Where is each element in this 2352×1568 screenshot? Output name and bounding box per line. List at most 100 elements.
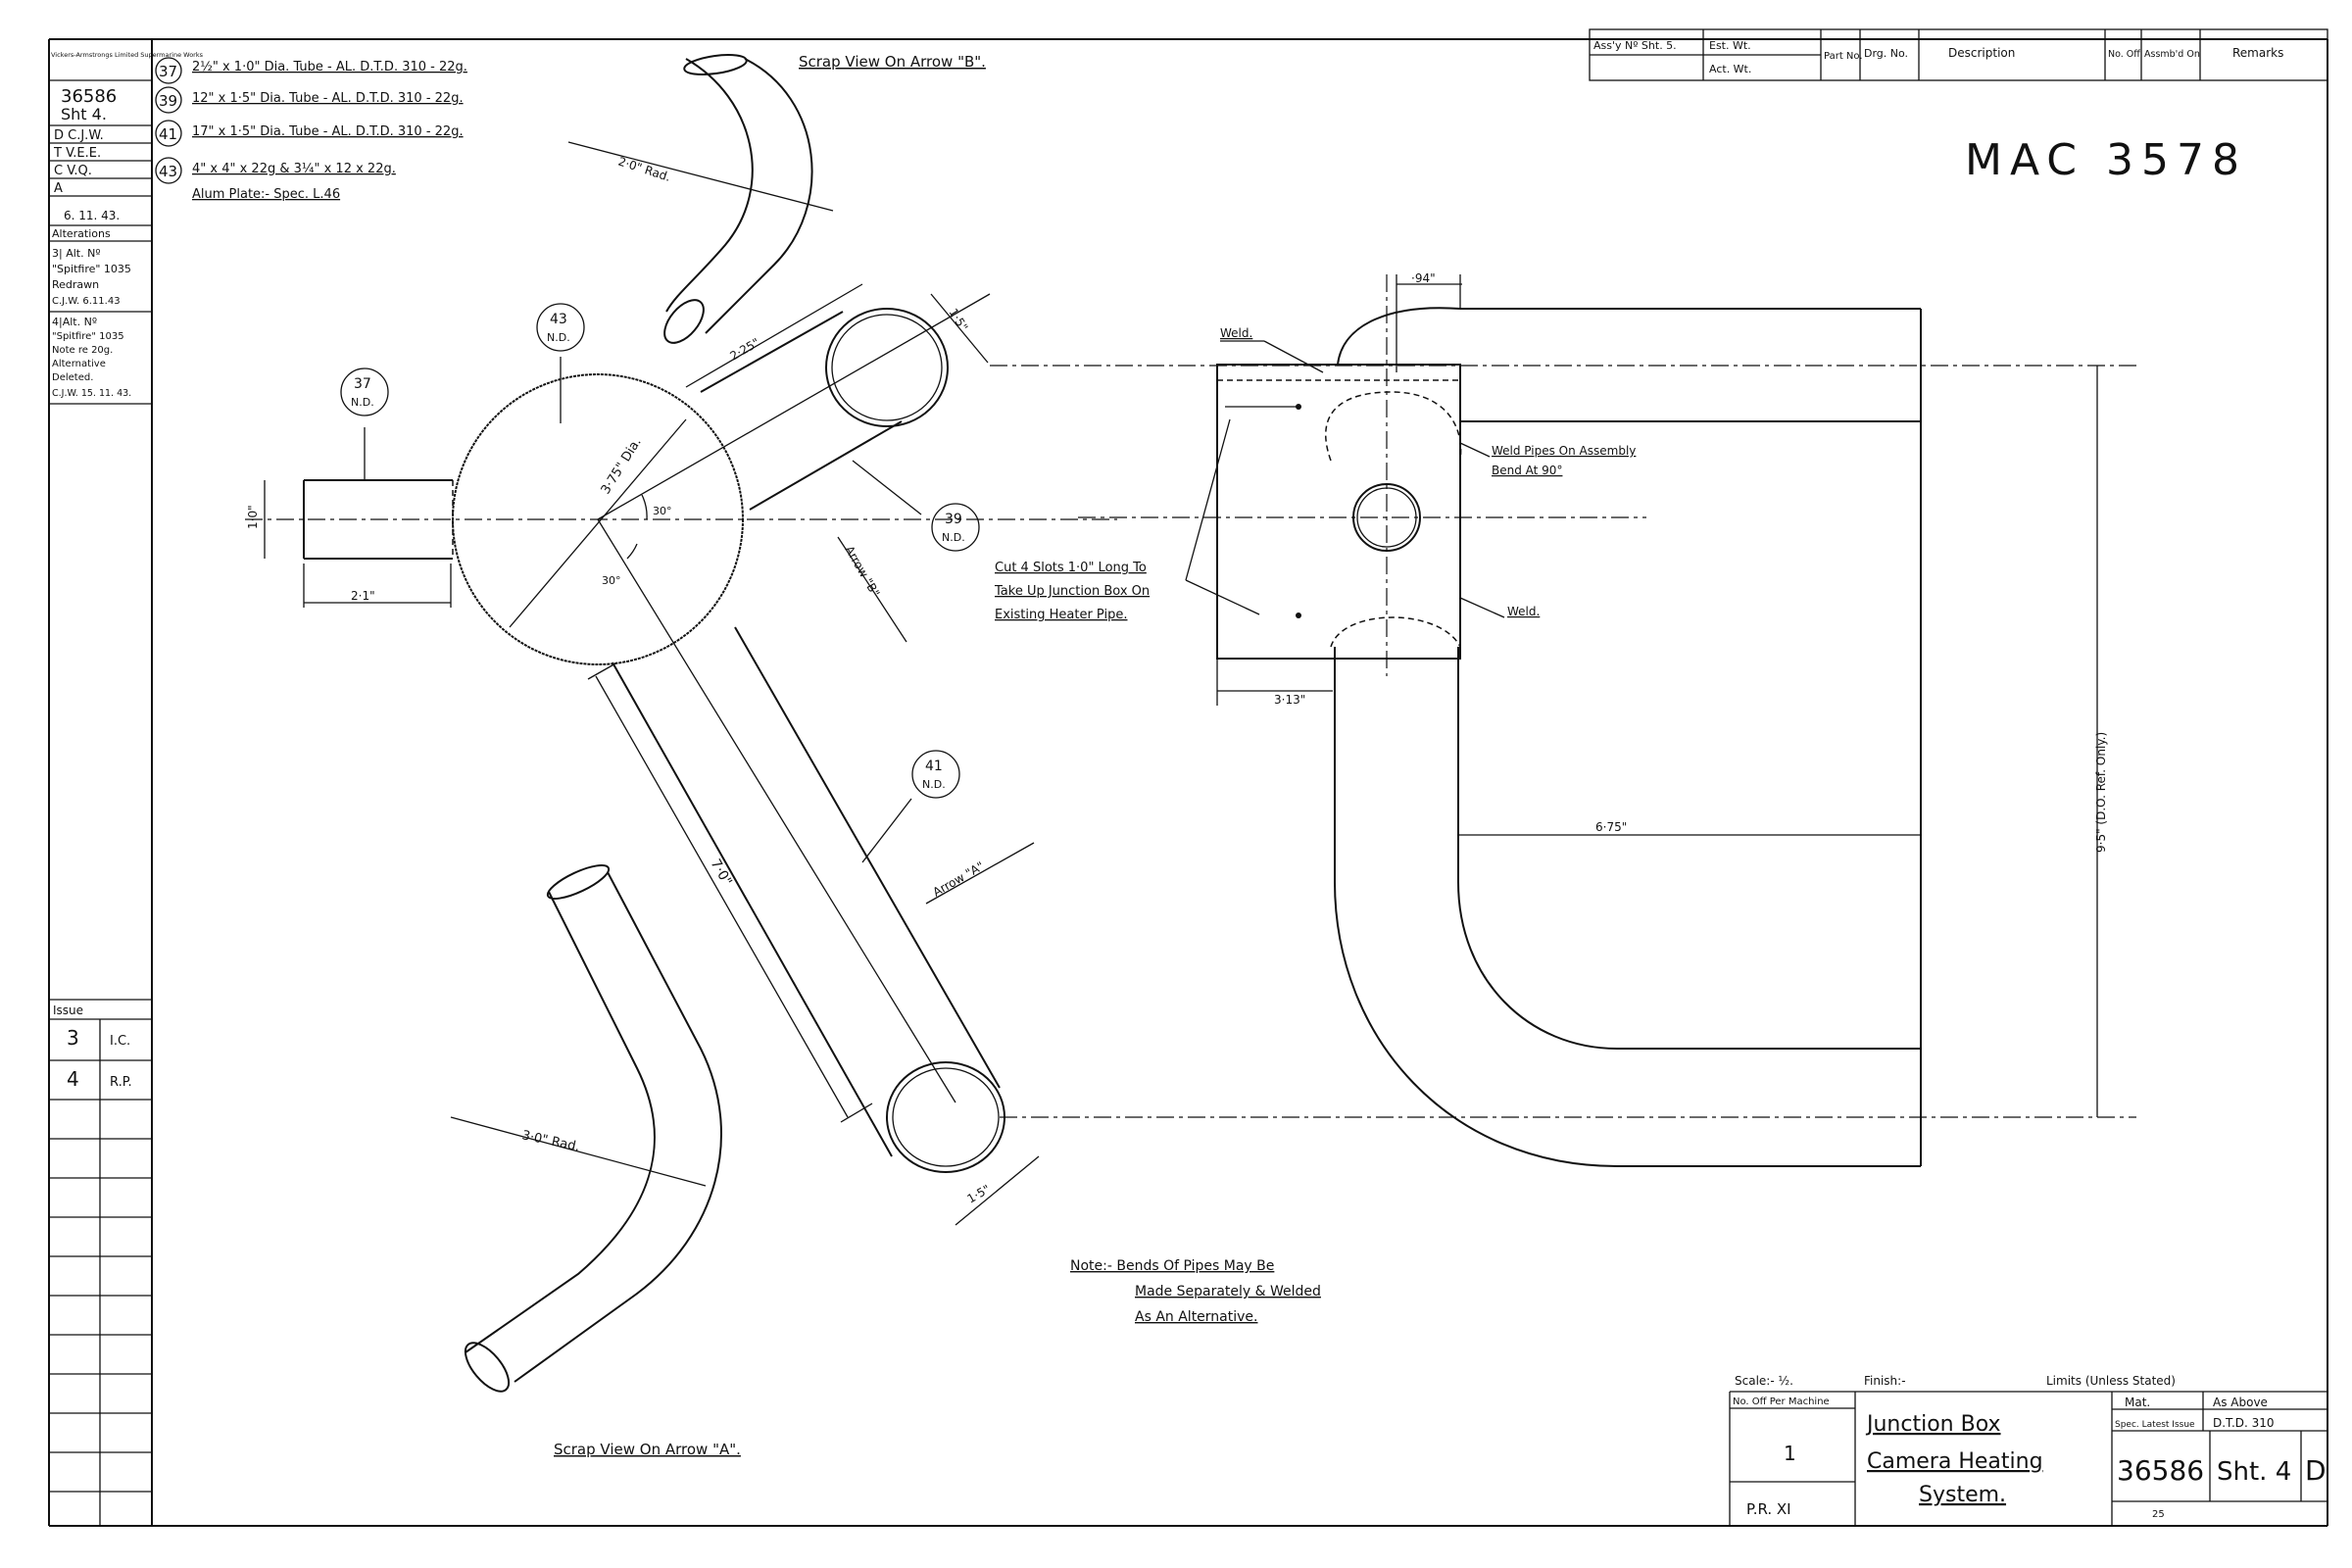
alt4-line3: Note re 20g. xyxy=(52,345,113,356)
title-block: Scale:- ½. Finish:- Limits (Unless State… xyxy=(1729,1374,2328,1526)
junction-box-plan-view: 37 N.D. 43 N.D. 39 N.D. 41 N.D. 3·75" Di… xyxy=(245,283,1117,1226)
alt4-line6: C.J.W. 15. 11. 43. xyxy=(52,388,131,399)
scrap-a-title: Scrap View On Arrow "A". xyxy=(554,1441,741,1458)
header-description: Description xyxy=(1948,46,2015,60)
drawing-number: 36586 xyxy=(2117,1454,2204,1487)
weld-label-side: Weld. xyxy=(1507,605,1540,618)
alt3-line4: C.J.W. 6.11.43 xyxy=(52,296,121,307)
alt4-line1: 4|Alt. Nº xyxy=(52,316,97,328)
maker-name: Vickers-Armstrongs Limited Supermarine W… xyxy=(51,51,204,59)
balloon-39: 39 xyxy=(945,512,962,527)
scrap-view-a: 3·0" Rad. Scrap View On Arrow "A". xyxy=(450,864,741,1458)
junction-box-side-view: Weld. Weld. Weld Pipes On Assembly Bend … xyxy=(990,271,2136,1167)
alterations-label: Alterations xyxy=(52,227,111,240)
dim-094: ·94" xyxy=(1411,271,1436,285)
part-43-description: 4" x 4" x 22g & 3¼" x 12 x 22g. xyxy=(192,162,396,176)
title-small-number: 25 xyxy=(2152,1509,2165,1520)
top-table: Ass'y Nº Sht. 5. Est. Wt. Act. Wt. Part … xyxy=(1589,28,2328,81)
alt4-line4: Alternative xyxy=(52,359,106,369)
cut-note-1: Cut 4 Slots 1·0" Long To xyxy=(995,561,1147,575)
dim-70: 7·0" xyxy=(708,857,735,889)
header-est-wt: Est. Wt. xyxy=(1709,39,1751,52)
revision-letter: D xyxy=(2305,1454,2327,1487)
alt3-line2: "Spitfire" 1035 xyxy=(52,263,131,275)
dim-21: 2·1" xyxy=(351,589,375,603)
no-off-value: 1 xyxy=(1784,1442,1796,1465)
parts-list: 37 39 41 43 2½" x 1·0" Dia. Tube - AL. D… xyxy=(155,57,467,202)
part-41-description: 17" x 1·5" Dia. Tube - AL. D.T.D. 310 - … xyxy=(192,124,464,139)
header-assy: Ass'y Nº Sht. 5. xyxy=(1593,39,1677,52)
note-line-2: Made Separately & Welded xyxy=(1135,1284,1321,1299)
part-37-number: 37 xyxy=(159,63,177,80)
bends-note: Note:- Bends Of Pipes May Be Made Separa… xyxy=(1070,1258,1321,1325)
issue-label: Issue xyxy=(53,1004,83,1017)
part-43-description-2: Alum Plate:- Spec. L.46 xyxy=(192,187,340,202)
balloon-41-nd: N.D. xyxy=(922,778,946,791)
alt3-line1: 3| Alt. Nº xyxy=(52,247,101,260)
issue-4-initials: R.P. xyxy=(110,1075,132,1090)
rad-3: 3·0" Rad. xyxy=(520,1128,581,1154)
cut-note-3: Existing Heater Pipe. xyxy=(995,608,1127,622)
part-43-number: 43 xyxy=(159,163,177,180)
note-line-1: Note:- Bends Of Pipes May Be xyxy=(1070,1258,1274,1274)
header-act-wt: Act. Wt. xyxy=(1709,63,1751,75)
drawing-number-side: 36586 xyxy=(61,86,117,107)
header-no-off: No. Off xyxy=(2108,49,2140,60)
scrap-b-title: Scrap View On Arrow "B". xyxy=(799,53,986,71)
alt4-line5: Deleted. xyxy=(52,372,93,383)
header-assmbd-on: Assmb'd On xyxy=(2144,49,2200,60)
title-line-2: Camera Heating xyxy=(1867,1449,2043,1474)
issue-3-number: 3 xyxy=(67,1026,79,1050)
drawing-frame xyxy=(48,38,2328,1527)
traced-by: T V.E.E. xyxy=(53,146,101,161)
part-39-number: 39 xyxy=(159,92,177,110)
note-line-3: As An Alternative. xyxy=(1135,1309,1257,1325)
balloon-37-nd: N.D. xyxy=(351,396,374,409)
dim-15-upper: 1·5" xyxy=(946,306,970,333)
balloon-39-nd: N.D. xyxy=(942,531,965,544)
cut-note-2: Take Up Junction Box On xyxy=(994,584,1150,599)
spec-value: D.T.D. 310 xyxy=(2213,1416,2275,1430)
material-label: Mat. xyxy=(2125,1396,2150,1409)
header-part-no: Part No. xyxy=(1824,51,1863,62)
balloon-43: 43 xyxy=(550,312,567,327)
dim-10: 1·0" xyxy=(246,505,260,529)
part-41-number: 41 xyxy=(159,125,177,143)
header-drg-no: Drg. No. xyxy=(1864,47,1908,60)
dim-225: 2·25" xyxy=(728,335,762,363)
dim-angle-30-upper: 30° xyxy=(653,505,672,517)
no-off-label: No. Off Per Machine xyxy=(1733,1396,1830,1407)
arrow-a-label: Arrow "A" xyxy=(931,859,987,900)
sheet-number: Sht. 4 xyxy=(2217,1457,2291,1487)
checked-by: C V.Q. xyxy=(54,164,92,178)
part-37-description: 2½" x 1·0" Dia. Tube - AL. D.T.D. 310 - … xyxy=(192,60,467,74)
dim-dia-375: 3·75" Dia. xyxy=(599,435,645,497)
scrap-view-b: 2·0" Rad. Scrap View On Arrow "B". xyxy=(567,53,986,344)
alt4-line2: "Spitfire" 1035 xyxy=(52,331,124,342)
rad-2: 2·0" Rad. xyxy=(616,155,672,184)
title-line-3: System. xyxy=(1919,1483,2006,1507)
handwritten-reference: MAC 3578 xyxy=(1965,135,2247,185)
drawing-date: 6. 11. 43. xyxy=(64,209,120,222)
balloon-41: 41 xyxy=(925,759,943,774)
issue-4-number: 4 xyxy=(67,1067,79,1091)
limits: Limits (Unless Stated) xyxy=(2046,1374,2176,1388)
header-remarks: Remarks xyxy=(2232,46,2283,60)
pr-number: P.R. XI xyxy=(1746,1500,1791,1518)
dim-95: 9·5" (D.O. Ref. Only.) xyxy=(2094,732,2108,853)
approved-by: A xyxy=(54,181,63,196)
part-39-description: 12" x 1·5" Dia. Tube - AL. D.T.D. 310 - … xyxy=(192,91,464,106)
dim-675: 6·75" xyxy=(1595,820,1627,834)
material-value: As Above xyxy=(2213,1396,2268,1409)
spec-label: Spec. Latest Issue xyxy=(2115,1420,2195,1430)
dim-313: 3·13" xyxy=(1274,693,1305,707)
weld-pipes-note-1: Weld Pipes On Assembly xyxy=(1492,444,1636,458)
balloon-43-nd: N.D. xyxy=(547,331,570,344)
weld-label-top: Weld. xyxy=(1220,326,1252,340)
balloon-37: 37 xyxy=(354,376,371,392)
issue-3-initials: I.C. xyxy=(110,1034,130,1049)
dim-15-lower: 1·5" xyxy=(965,1182,993,1205)
finish: Finish:- xyxy=(1864,1374,1906,1388)
weld-pipes-note-2: Bend At 90° xyxy=(1492,464,1562,477)
